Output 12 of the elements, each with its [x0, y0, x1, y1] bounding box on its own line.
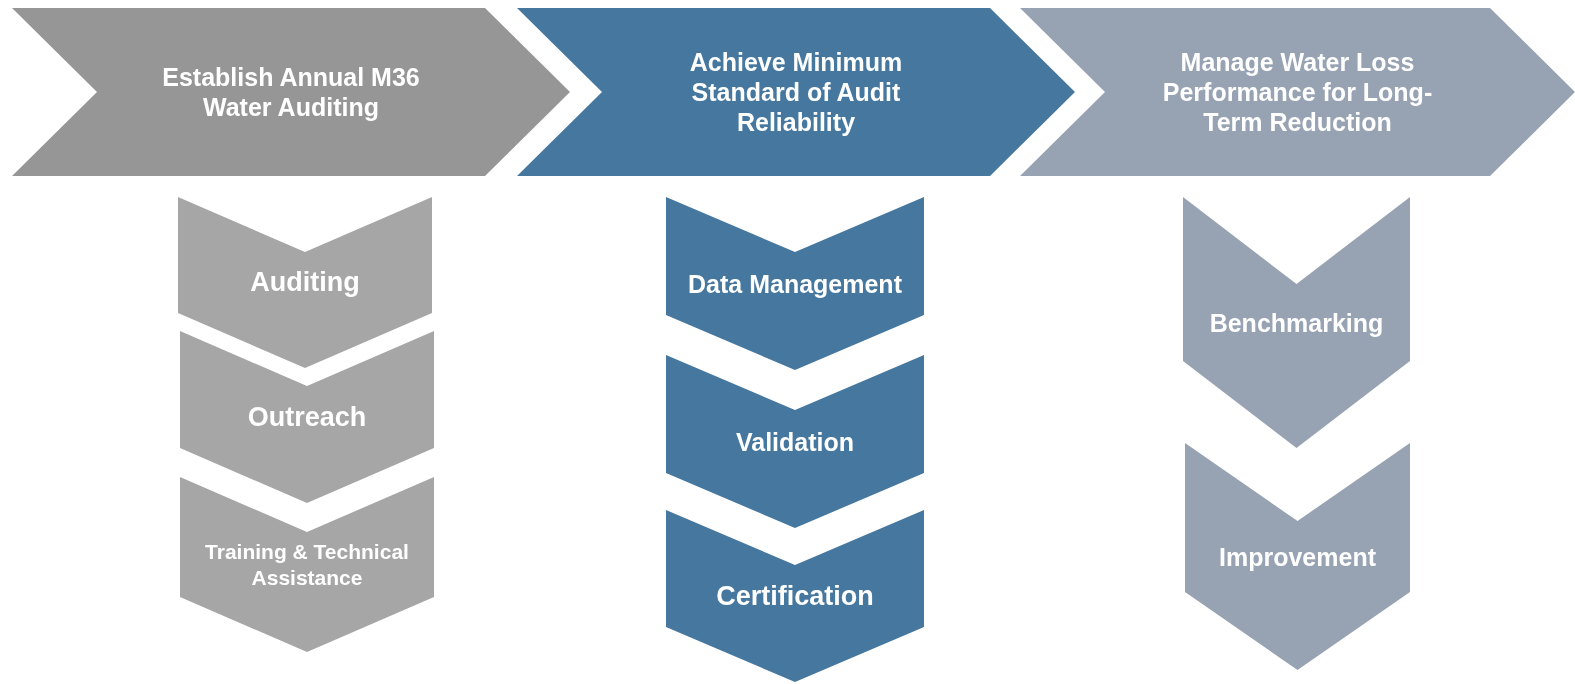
- step-label: Training & Technical Assistance: [204, 539, 410, 590]
- step-label: Certification: [716, 579, 874, 613]
- step-label: Achieve Minimum Standard of Audit Reliability: [688, 47, 904, 137]
- phase-step: [1020, 8, 1575, 176]
- step-label: Outreach: [247, 400, 367, 434]
- step-label: Auditing: [250, 266, 360, 299]
- step-label: Data Management: [688, 268, 902, 299]
- step-label: Manage Water Loss Performance for Long-Term Reduction: [1161, 47, 1434, 137]
- step-label: Validation: [735, 426, 855, 457]
- step-label: Benchmarking: [1209, 307, 1384, 338]
- step-label: Improvement: [1219, 541, 1376, 572]
- step-label: Establish Annual M36 Water Auditing: [161, 62, 421, 122]
